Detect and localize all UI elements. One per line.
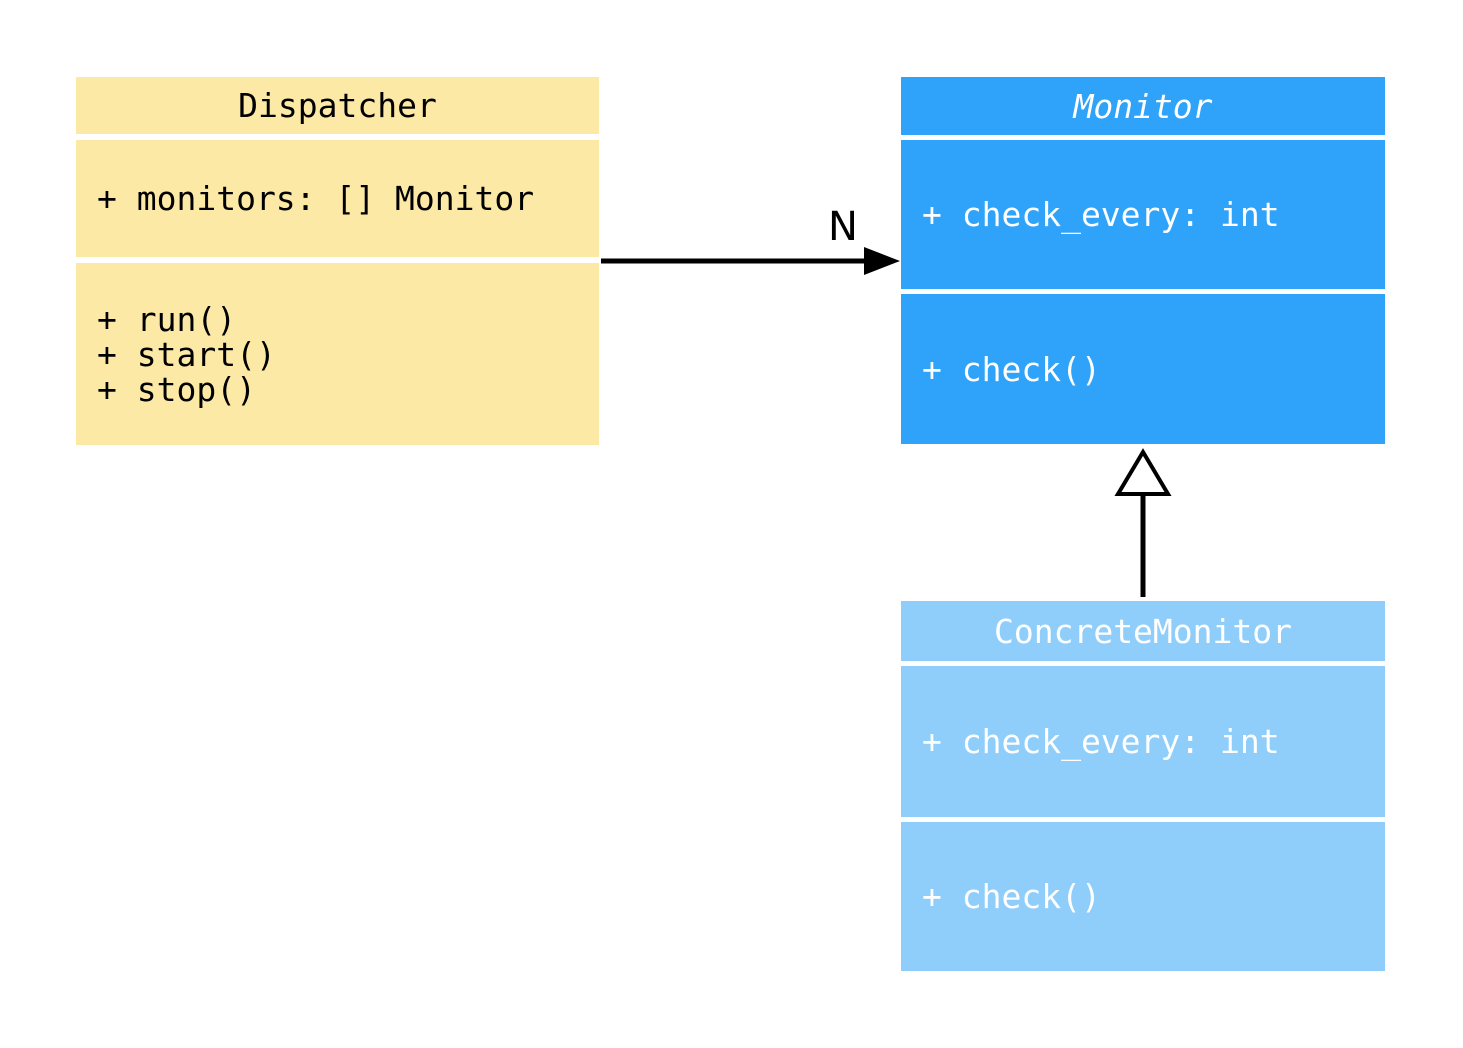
association-multiplicity-label: N xyxy=(828,204,858,250)
method-row: + check() xyxy=(922,349,1101,389)
attribute-row: + check_every: int xyxy=(922,722,1280,761)
class-box-monitor: Monitor + check_every: int + check() xyxy=(901,77,1385,444)
association-arrow xyxy=(601,247,900,275)
method-row: + stop() xyxy=(97,369,256,409)
class-title: Monitor xyxy=(901,77,1385,135)
methods-section: + check() xyxy=(901,294,1385,444)
attributes-section: + monitors: [] Monitor xyxy=(76,140,599,257)
inheritance-arrow xyxy=(1114,448,1172,597)
attribute-row: + monitors: [] Monitor xyxy=(97,179,535,218)
method-row: + run() xyxy=(97,299,237,339)
methods-section: + run() + start() + stop() xyxy=(76,263,599,445)
class-title: Dispatcher xyxy=(76,77,599,134)
arrowhead-icon xyxy=(864,247,900,275)
method-row: + start() xyxy=(97,334,276,374)
attributes-section: + check_every: int xyxy=(901,140,1385,289)
methods-section: + check() xyxy=(901,822,1385,971)
hollow-triangle-icon xyxy=(1114,448,1172,496)
class-box-concrete-monitor: ConcreteMonitor + check_every: int + che… xyxy=(901,601,1385,971)
attribute-row: + check_every: int xyxy=(922,195,1280,234)
attributes-section: + check_every: int xyxy=(901,666,1385,817)
class-box-dispatcher: Dispatcher + monitors: [] Monitor + run(… xyxy=(76,77,599,445)
method-row: + check() xyxy=(922,877,1101,916)
class-title: ConcreteMonitor xyxy=(901,601,1385,661)
